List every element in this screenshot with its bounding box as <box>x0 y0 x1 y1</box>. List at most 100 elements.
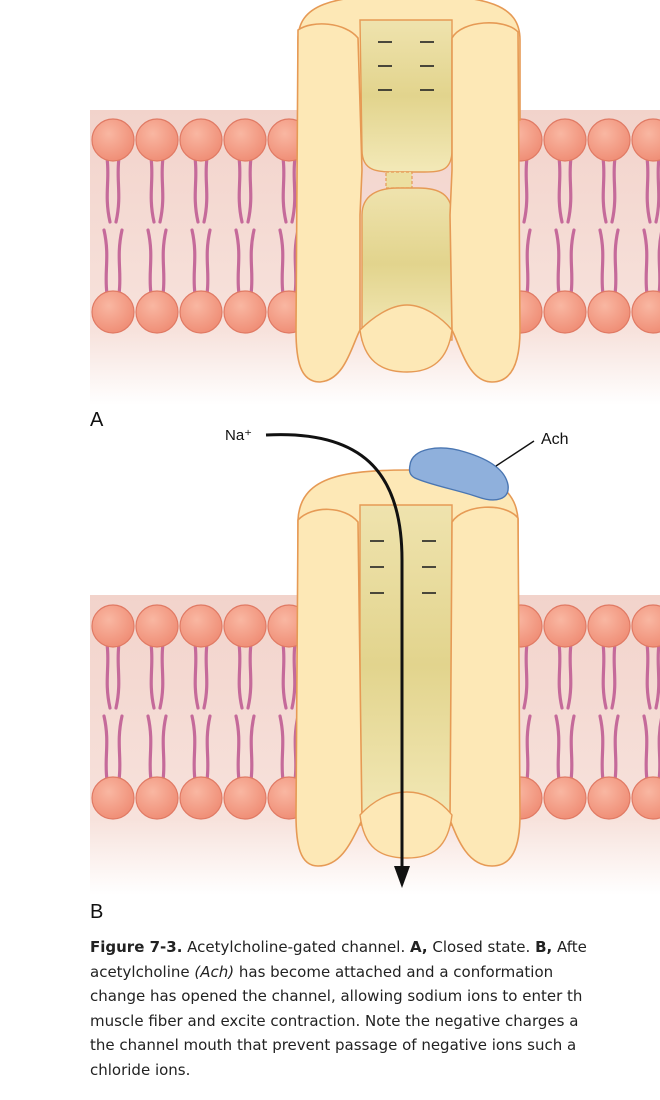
lipid-tail <box>149 642 156 710</box>
caption-text: the channel mouth that prevent passage o… <box>90 1036 577 1054</box>
lipid-tail <box>246 642 253 710</box>
channel-protein-closed <box>295 0 521 383</box>
lipid-tail <box>290 642 297 710</box>
lipid-head <box>223 290 267 334</box>
sodium-flow-arrow <box>265 433 404 870</box>
lipid-tail <box>114 642 121 710</box>
caption-line: the channel mouth that prevent passage o… <box>90 1033 660 1058</box>
lipid-tail <box>290 156 297 224</box>
lipid-tail <box>557 156 564 224</box>
pore-upper <box>359 19 453 173</box>
lipid-tail <box>642 228 649 296</box>
panel-a-label: A <box>90 409 104 431</box>
lipid-head <box>179 604 223 648</box>
caption-text: acetylcholine <box>90 962 195 981</box>
pore-open <box>359 504 453 826</box>
lipid-tail <box>102 714 109 782</box>
lipid-head <box>587 118 631 162</box>
lipid-tail <box>246 156 253 224</box>
protein-subunit-right <box>449 506 521 867</box>
lipid-tail <box>613 228 620 296</box>
lipid-head <box>135 776 179 820</box>
lipid-tail <box>654 642 660 710</box>
lipid-tail <box>557 642 564 710</box>
lipid-head <box>543 290 587 334</box>
lipid-tail <box>642 714 649 782</box>
lipid-tail <box>193 156 200 224</box>
lipid-tail <box>161 228 168 296</box>
lipid-tail <box>102 228 109 296</box>
lipid-tail <box>525 228 532 296</box>
lipid-head <box>91 118 135 162</box>
lipid-head <box>223 776 267 820</box>
lipid-tail <box>281 642 288 710</box>
lipid-tail <box>610 642 617 710</box>
lipid-tail <box>522 156 529 224</box>
lipid-tail <box>654 156 660 224</box>
channel-protein-open <box>295 469 521 867</box>
lipid-tail <box>610 156 617 224</box>
pore-mouth-bottom <box>359 791 453 859</box>
lipid-tail <box>645 156 652 224</box>
lipid-head <box>179 776 223 820</box>
lipid-head <box>179 118 223 162</box>
lipid-tail <box>205 714 212 782</box>
acetylcholine-molecule <box>408 447 509 501</box>
lipid-tail <box>278 228 285 296</box>
lipid-tail <box>117 714 124 782</box>
lipid-head <box>91 604 135 648</box>
caption-line: acetylcholine (Ach) has become attached … <box>90 960 660 985</box>
pore-mouth-bottom <box>359 304 453 373</box>
lipid-tail <box>522 642 529 710</box>
lipid-tail <box>569 714 576 782</box>
panel-b-label: B <box>90 901 103 923</box>
lipid-tail <box>205 228 212 296</box>
lipid-tail <box>598 228 605 296</box>
lipid-head <box>543 776 587 820</box>
lipid-tail <box>601 642 608 710</box>
lipid-head <box>587 604 631 648</box>
caption-text: muscle fiber and excite contraction. Not… <box>90 1011 579 1030</box>
caption-bold-text: A, <box>410 938 428 956</box>
lipid-tail <box>278 714 285 782</box>
lipid-head <box>631 604 660 648</box>
lipid-tail <box>237 156 244 224</box>
lipid-bilayer-left <box>91 118 311 334</box>
lipid-tail <box>161 714 168 782</box>
lipid-tail <box>158 156 165 224</box>
caption-line: Figure 7-3. Acetylcholine-gated channel.… <box>90 935 660 960</box>
lipid-head <box>631 776 660 820</box>
sodium-label: Na⁺ <box>225 427 252 444</box>
protein-subunit-right <box>449 22 521 383</box>
lipid-tail <box>193 642 200 710</box>
ach-leader-line <box>495 440 535 467</box>
lipid-tail <box>190 228 197 296</box>
panel-a: A <box>90 0 660 431</box>
protein-subunit-left <box>295 23 363 383</box>
gate-constriction <box>385 171 413 189</box>
lipid-head <box>543 118 587 162</box>
negative-charges <box>370 540 436 594</box>
caption-text: chloride ions. <box>90 1060 191 1079</box>
caption-text: has become attached and a conformation <box>234 962 554 981</box>
lipid-tail <box>234 228 241 296</box>
lipid-tail <box>566 642 573 710</box>
lipid-head <box>135 604 179 648</box>
lipid-tail <box>114 156 121 224</box>
lipid-tail <box>146 714 153 782</box>
lipid-tail <box>569 228 576 296</box>
lipid-tail <box>601 156 608 224</box>
panel-b: Ach Na⁺ B <box>90 427 660 923</box>
lipid-head <box>223 118 267 162</box>
lipid-tail <box>281 156 288 224</box>
lipid-head <box>91 776 135 820</box>
lipid-tail <box>117 228 124 296</box>
lipid-tail <box>237 642 244 710</box>
caption-text: Acetylcholine-gated channel. <box>182 938 410 956</box>
lipid-tail <box>149 156 156 224</box>
lipid-tail <box>190 714 197 782</box>
caption-bold-text: Figure 7-3. <box>90 938 183 956</box>
protein-subunit-left <box>295 508 363 867</box>
lipid-head <box>91 290 135 334</box>
